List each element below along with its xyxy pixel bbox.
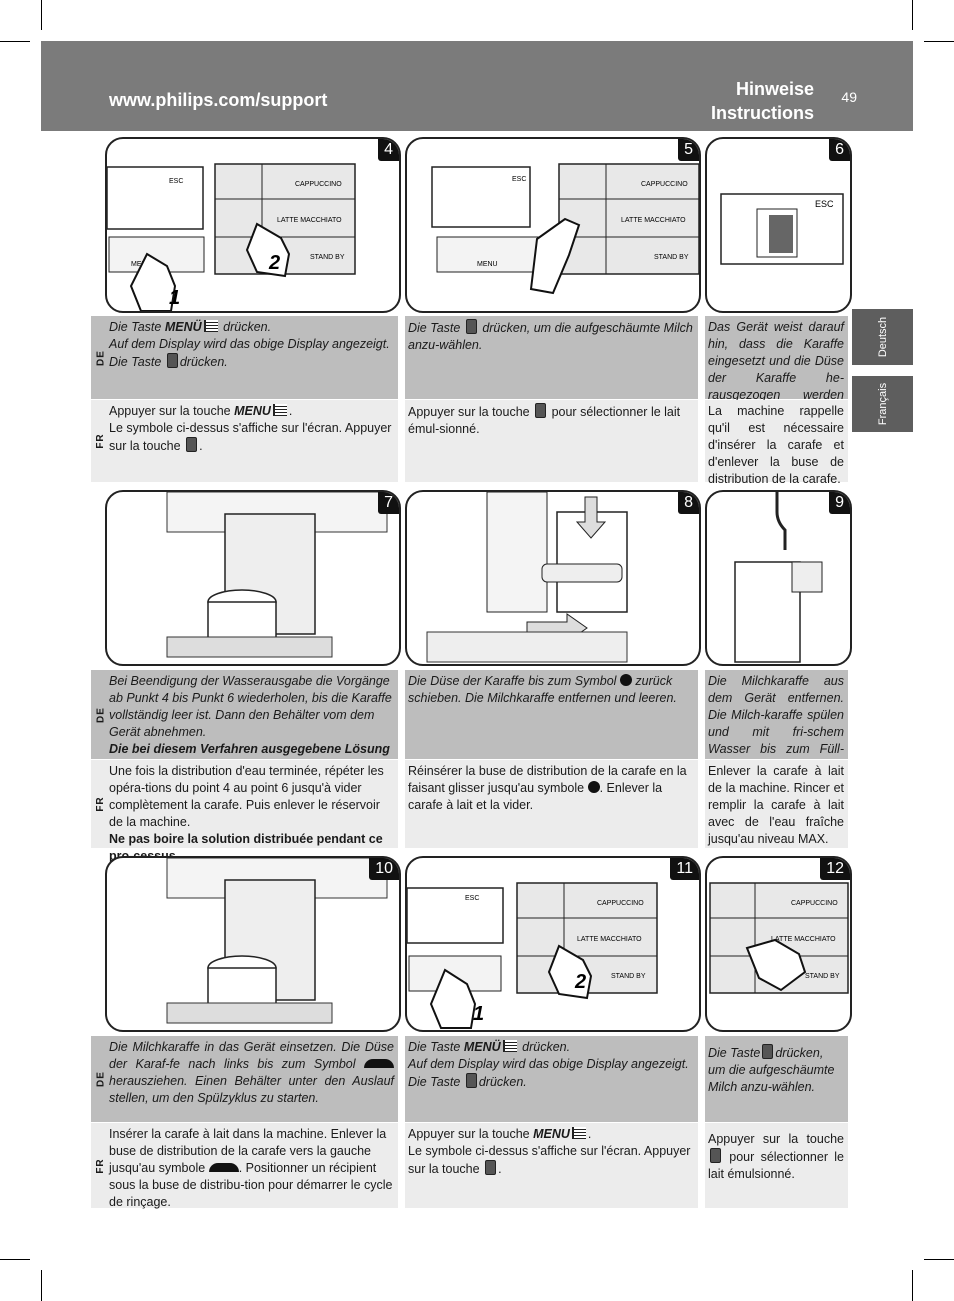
step-8-de: Die Düse der Karaffe bis zum Symbol zurü… (405, 670, 698, 759)
svg-text:CAPPUCCINO: CAPPUCCINO (597, 900, 644, 907)
step-11-de: Die Taste MENÜ drücken. Auf dem Display … (405, 1036, 698, 1122)
step-5-fr: Appuyer sur la touche pour sélectionner … (405, 400, 698, 482)
crop-mark (912, 0, 913, 30)
step-number: 9 (829, 492, 850, 514)
panel-8: 8 (405, 490, 701, 666)
step-number: 5 (678, 139, 699, 161)
menu-icon (272, 404, 287, 416)
crop-mark (924, 41, 954, 42)
page-header: www.philips.com/support Hinweise Instruc… (41, 41, 913, 131)
svg-text:1: 1 (473, 1003, 484, 1025)
panel-12: CAPPUCCINO LATTE MACCHIATO STAND BY 12 (705, 856, 852, 1032)
svg-text:STAND BY: STAND BY (805, 973, 840, 980)
svg-text:ESC: ESC (512, 176, 526, 183)
display-illustration: ESC (720, 193, 844, 265)
svg-text:ESC: ESC (465, 895, 479, 902)
step-4-de: DE Die Taste MENÜ drücken. Auf dem Displ… (91, 316, 398, 399)
memo-icon (465, 319, 477, 334)
step-9-fr: Enlever la carafe à lait de la machine. … (705, 760, 848, 848)
step-10-de: DE Die Milchkaraffe in das Gerät einsetz… (91, 1036, 398, 1122)
panel-7: 7 (105, 490, 401, 666)
control-panel-illustration: ESC CAPPUCCINO LATTE MACCHIATO STAND BY … (431, 163, 699, 295)
crop-mark (924, 1259, 954, 1260)
header-title: Hinweise Instructions (710, 79, 814, 123)
step-12-fr: Appuyer sur la touche pour sélectionner … (705, 1123, 848, 1208)
menu-icon (203, 320, 218, 332)
step-number: 4 (378, 139, 399, 161)
step-6-de: Das Gerät weist darauf hin, dass die Kar… (705, 316, 848, 419)
control-panel-illustration: ESC CAPPUCCINO LATTE MACCHIATO STAND BY … (107, 163, 356, 311)
panel-9: 9 (705, 490, 852, 666)
svg-text:STAND BY: STAND BY (611, 973, 646, 980)
fill-carafe-illustration (734, 492, 823, 663)
step-8-fr: Réinsérer la buse de distribution de la … (405, 760, 698, 848)
step-number: 8 (678, 492, 699, 514)
step-6-fr: La machine rappelle qu'il est nécessaire… (705, 400, 848, 486)
svg-text:ESC: ESC (169, 178, 183, 185)
crop-mark (912, 1270, 913, 1301)
svg-text:ESC: ESC (815, 199, 834, 209)
memo-icon (710, 1148, 721, 1163)
panel-11: ESC CAPPUCCINO LATTE MACCHIATO STAND BY … (405, 856, 701, 1032)
svg-text:LATTE MACCHIATO: LATTE MACCHIATO (577, 936, 642, 943)
svg-text:LATTE MACCHIATO: LATTE MACCHIATO (277, 217, 342, 224)
memo-icon (485, 1160, 497, 1175)
dot-symbol-icon (587, 781, 600, 793)
crop-mark (41, 1270, 42, 1301)
svg-text:CAPPUCCINO: CAPPUCCINO (791, 900, 838, 907)
page-number: 49 (841, 89, 857, 105)
menu-icon (571, 1127, 586, 1139)
crop-mark (41, 0, 42, 30)
step-11-fr: Appuyer sur la touche MENU. Le symbole c… (405, 1123, 698, 1208)
machine-carafe-illustration (166, 492, 388, 658)
tab-francais[interactable]: Français (852, 376, 913, 432)
svg-text:LATTE MACCHIATO: LATTE MACCHIATO (621, 217, 686, 224)
panel-5: ESC CAPPUCCINO LATTE MACCHIATO STAND BY … (405, 137, 701, 313)
step-number: 12 (820, 858, 850, 880)
svg-text:LATTE MACCHIATO: LATTE MACCHIATO (771, 936, 836, 943)
svg-text:2: 2 (268, 252, 280, 274)
svg-text:STAND BY: STAND BY (310, 254, 345, 261)
nozzle-symbol-icon (208, 1163, 239, 1172)
control-panel-illustration: ESC CAPPUCCINO LATTE MACCHIATO STAND BY … (407, 882, 658, 1029)
support-link[interactable]: www.philips.com/support (109, 90, 328, 110)
nozzle-symbol-icon (363, 1059, 394, 1068)
dot-symbol-icon (619, 674, 632, 686)
step-number: 7 (378, 492, 399, 514)
step-7-de: DE Bei Beendigung der Wasserausgabe die … (91, 670, 398, 773)
memo-icon (762, 1044, 774, 1059)
crop-mark (0, 1259, 30, 1260)
memo-icon (166, 353, 178, 368)
panel-4: ESC CAPPUCCINO LATTE MACCHIATO STAND BY … (105, 137, 401, 313)
step-9-de: Die Milchkaraffe aus dem Gerät entfernen… (705, 670, 848, 773)
tab-deutsch[interactable]: Deutsch (852, 309, 913, 365)
svg-text:CAPPUCCINO: CAPPUCCINO (641, 181, 688, 188)
step-number: 10 (369, 858, 399, 880)
svg-text:CAPPUCCINO: CAPPUCCINO (295, 181, 342, 188)
svg-text:2: 2 (574, 971, 586, 993)
memo-icon (465, 1073, 477, 1088)
step-4-fr: FR Appuyer sur la touche MENU. Le symbol… (91, 400, 398, 482)
svg-text:1: 1 (169, 287, 180, 309)
step-10-fr: FR Insérer la carafe à lait dans la mach… (91, 1123, 398, 1209)
step-number: 11 (670, 858, 699, 880)
panel-10: 10 (105, 856, 401, 1032)
crop-mark (0, 41, 30, 42)
memo-icon (535, 403, 547, 418)
svg-text:STAND BY: STAND BY (654, 254, 689, 261)
step-7-fr: FR Une fois la distribution d'eau termin… (91, 760, 398, 863)
machine-carafe-illustration (166, 858, 388, 1024)
svg-text:MENU: MENU (477, 261, 498, 268)
menu-icon (502, 1040, 517, 1052)
control-panel-illustration: CAPPUCCINO LATTE MACCHIATO STAND BY (709, 882, 849, 994)
step-number: 6 (829, 139, 850, 161)
memo-icon (186, 437, 198, 452)
step-5-de: Die Taste drücken, um die aufgeschäumte … (405, 316, 698, 399)
carafe-nozzle-illustration (426, 492, 628, 663)
panel-6: ESC 6 (705, 137, 852, 313)
